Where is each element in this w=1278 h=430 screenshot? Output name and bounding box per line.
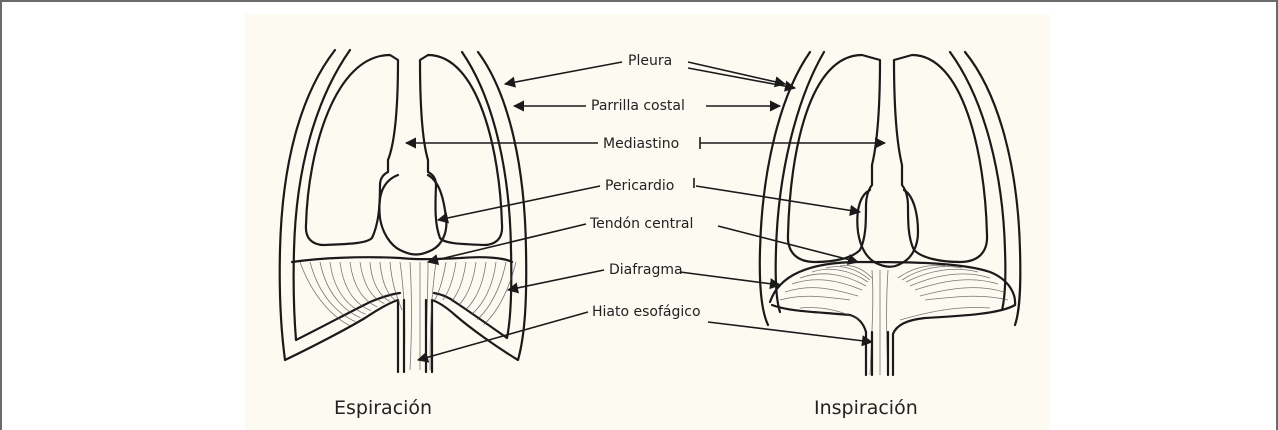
right-pleura-inner-line <box>776 52 824 312</box>
label-diafragma: Diafragma <box>609 262 683 278</box>
right-lung-left <box>788 55 880 262</box>
arrow-hiato-left <box>418 312 588 360</box>
left-lung-right <box>420 55 502 245</box>
label-hiato-esofagico: Hiato esofágico <box>592 304 701 320</box>
arrow-diafragma-left <box>508 270 604 290</box>
inspiration-thorax-diagram <box>760 52 1021 375</box>
arrow-pericardio-left <box>438 186 600 220</box>
structure-labels: Pleura Parrilla costal Mediastino Perica… <box>589 53 701 320</box>
caption-espiracion: Espiración <box>334 397 432 419</box>
arrow-pleura-left <box>505 62 622 84</box>
left-diaphragm-fibers <box>300 262 516 370</box>
arrow-pleura-right-2 <box>688 68 795 88</box>
label-parrilla-costal: Parrilla costal <box>591 98 685 114</box>
expiration-thorax-diagram <box>280 50 526 372</box>
right-diaphragm-base-right <box>893 305 1015 375</box>
left-diaphragm-dome <box>292 257 512 262</box>
left-lung-left <box>306 55 398 245</box>
arrow-diafragma-right <box>680 272 780 285</box>
label-tendon-central: Tendón central <box>589 216 693 232</box>
right-lung-right <box>894 55 987 262</box>
arrow-pleura-right <box>688 62 785 84</box>
label-mediastino: Mediastino <box>603 136 679 152</box>
arrow-hiato-right <box>708 322 872 342</box>
caption-inspiracion: Inspiración <box>814 397 918 419</box>
right-diaphragm-dome <box>770 262 1015 305</box>
label-pericardio: Pericardio <box>605 178 674 194</box>
label-pleura: Pleura <box>628 53 672 69</box>
